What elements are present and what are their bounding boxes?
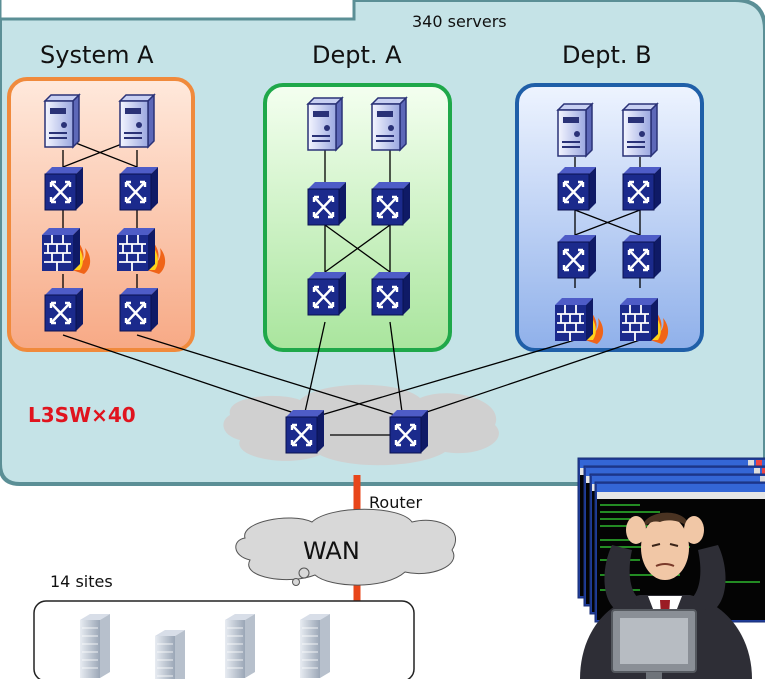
server-icon (622, 103, 658, 157)
building-icon (299, 613, 331, 679)
core-cloud-icon (223, 384, 499, 466)
cloud-bubble (298, 567, 310, 579)
switch-icon (43, 286, 85, 333)
server-icon (44, 94, 80, 148)
switch-icon (118, 165, 160, 212)
core-switch-icon (284, 408, 326, 455)
switch-icon (118, 286, 160, 333)
wan-label: WAN (303, 537, 360, 565)
zone-c-box (515, 83, 704, 352)
zone-a-title: System A (40, 41, 154, 69)
building-icon (79, 613, 111, 679)
switch-icon (621, 165, 663, 212)
switch-icon (556, 233, 598, 280)
building-icon (154, 629, 186, 679)
stressed-admin-icon (580, 512, 752, 679)
zone-c-title: Dept. B (562, 41, 652, 69)
server-icon (307, 97, 343, 151)
switch-icon (306, 270, 348, 317)
sites-label: 14 sites (50, 572, 113, 591)
switch-icon (621, 233, 663, 280)
wan-cloud-icon (235, 508, 457, 586)
switch-icon (370, 270, 412, 317)
server-icon (371, 97, 407, 151)
switch-icon (556, 165, 598, 212)
switch-icon (43, 165, 85, 212)
switch-icon (370, 180, 412, 227)
zone-b-box (263, 83, 452, 352)
server-icon (557, 103, 593, 157)
network-links (62, 137, 641, 436)
server-count-label: 340 servers (412, 12, 507, 31)
top-box (0, 0, 356, 21)
cloud-bubble (292, 578, 300, 586)
server-icon (119, 94, 155, 148)
building-icon (224, 613, 256, 679)
router-label: Router (369, 493, 422, 512)
core-switch-icon (388, 408, 430, 455)
switch-icon (306, 180, 348, 227)
zone-b-title: Dept. A (312, 41, 402, 69)
l3sw-label: L3SW×40 (28, 403, 136, 427)
zone-a-box (7, 77, 195, 352)
